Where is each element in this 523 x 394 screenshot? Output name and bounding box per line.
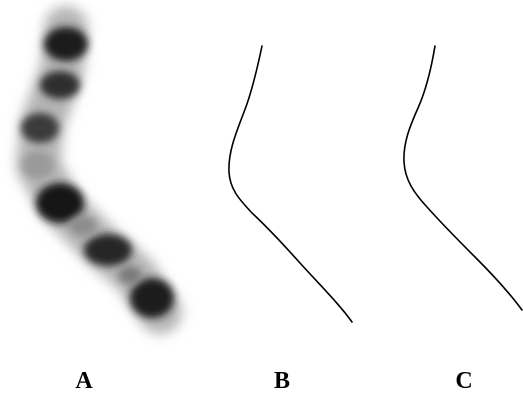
light-region xyxy=(118,266,142,284)
light-region xyxy=(69,216,97,236)
band xyxy=(40,71,80,99)
panel-b-label: B xyxy=(274,368,290,394)
panel-b-centerline-trace xyxy=(229,46,352,322)
centerline-path xyxy=(404,46,522,310)
panel-a-chromosome-image xyxy=(21,27,174,318)
band xyxy=(84,234,132,266)
band xyxy=(36,183,84,223)
panel-c-centerline-trace xyxy=(404,46,522,310)
band xyxy=(21,113,59,143)
band xyxy=(130,278,174,318)
light-region xyxy=(22,151,54,179)
band xyxy=(44,27,88,61)
centerline-path xyxy=(229,46,352,322)
chromosome-body xyxy=(38,28,160,312)
panel-c-label: C xyxy=(455,368,472,394)
panel-a-label: A xyxy=(75,368,93,394)
